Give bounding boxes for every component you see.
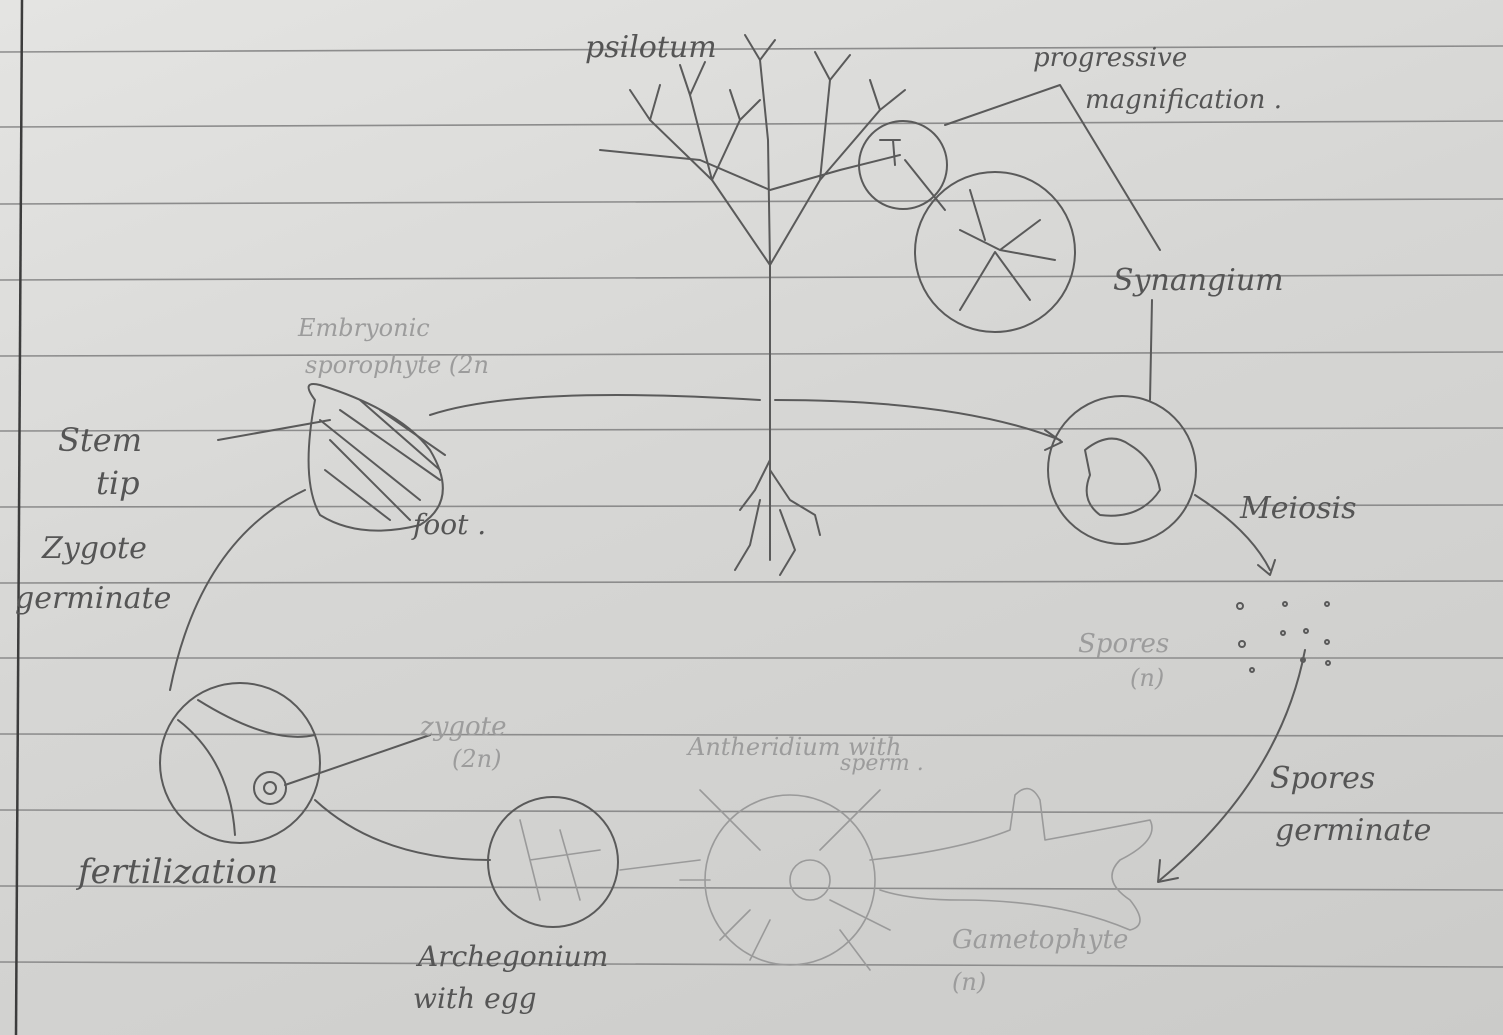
label-magnification: magnification . (1085, 85, 1282, 115)
label-embryonic-sporophyte: sporophyte (2n (305, 351, 489, 379)
label-stem: Stem (58, 421, 142, 459)
label-spores: Spores (1078, 629, 1169, 659)
label-synangium: Synangium (1113, 263, 1284, 298)
fertilization-circle (160, 683, 490, 860)
label-antheridium-sperm: sperm . (840, 751, 924, 776)
label-psilotum: psilotum (585, 30, 717, 65)
label-zygote-germinate-2: germinate (15, 581, 171, 616)
label-archegonium-egg: with egg (413, 982, 537, 1015)
embryonic-sporophyte (218, 384, 445, 531)
label-fertilization: fertilization (75, 852, 278, 892)
label-zygote-germinate-1: Zygote (41, 531, 147, 566)
label-meiosis: Meiosis (1239, 491, 1357, 526)
label-archegonium: Archegonium (415, 940, 608, 973)
margin-line (16, 0, 22, 1035)
label-spores-n: (n) (1130, 664, 1164, 692)
label-progressive: progressive (1033, 43, 1187, 73)
label-tip: tip (96, 464, 140, 502)
label-spores-germinate-1: Spores (1270, 761, 1375, 796)
label-foot: foot . (411, 508, 486, 541)
psilotum-plant (600, 35, 905, 575)
spores (1237, 602, 1330, 672)
synangium-circle (1048, 396, 1196, 544)
label-spores-germinate-2: germinate (1275, 813, 1431, 848)
label-gametophyte: Gametophyte (952, 925, 1128, 955)
label-zygote: zygote (419, 712, 507, 742)
label-gametophyte-n: (n) (952, 968, 986, 996)
label-embryonic: Embryonic (297, 314, 430, 342)
label-zygote-2n: (2n) (452, 745, 501, 773)
diagram-labels: psilotum progressive magnification . Syn… (15, 30, 1431, 1015)
